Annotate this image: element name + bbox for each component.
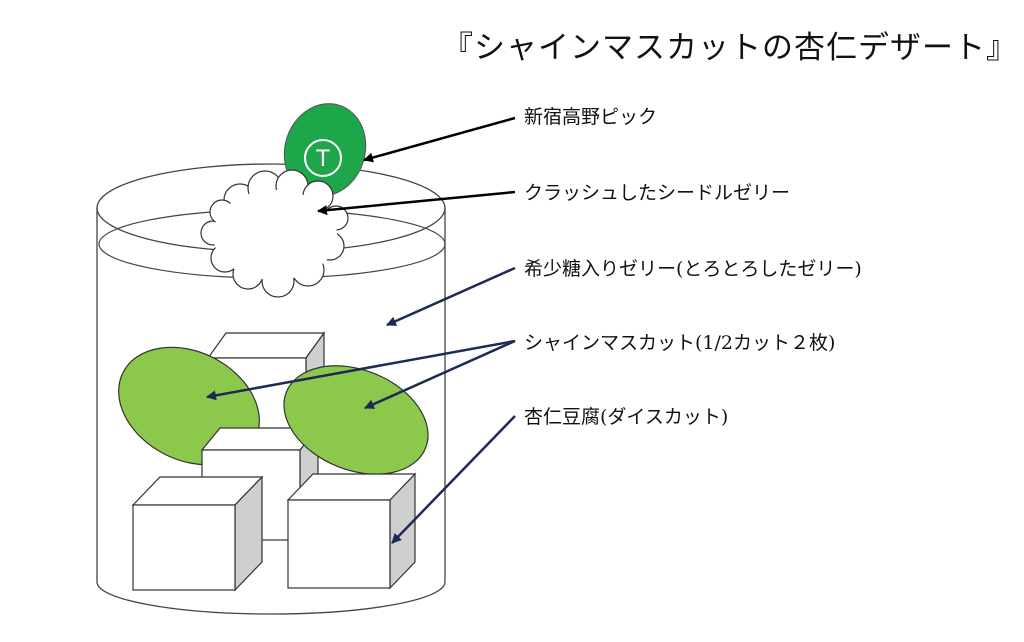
label-almond-tofu: 杏仁豆腐(ダイスカット) [524,406,729,428]
tofu-cube-front-right [286,472,417,590]
arrow-shine-muscat-right [364,339,516,410]
label-low-sugar-jelly: 希少糖入りゼリー(とろとろしたゼリー) [524,258,862,280]
takano-pick: T [283,103,367,197]
arrow-shine-muscat-left [206,339,516,401]
label-shine-muscat: シャインマスカット(1/2カット２枚) [524,332,836,354]
page-title: 『シャインマスカットの杏仁デザート』 [442,30,1018,66]
label-pick: 新宿高野ピック [524,106,658,128]
arrow-pick [363,116,516,163]
pick-letter: T [315,147,330,172]
arrow-almond-tofu [391,415,516,544]
pick-emblem-ring [304,139,342,177]
arrow-low-sugar-jelly [386,266,516,327]
tofu-cube-front-left [131,475,264,592]
arrow-crushed-jelly [317,190,516,216]
glass-back-rim [96,163,446,209]
label-crushed-jelly: クラッシュしたシードルゼリー [524,182,791,204]
glass-body [96,208,446,615]
shine-muscat-right [283,365,429,475]
